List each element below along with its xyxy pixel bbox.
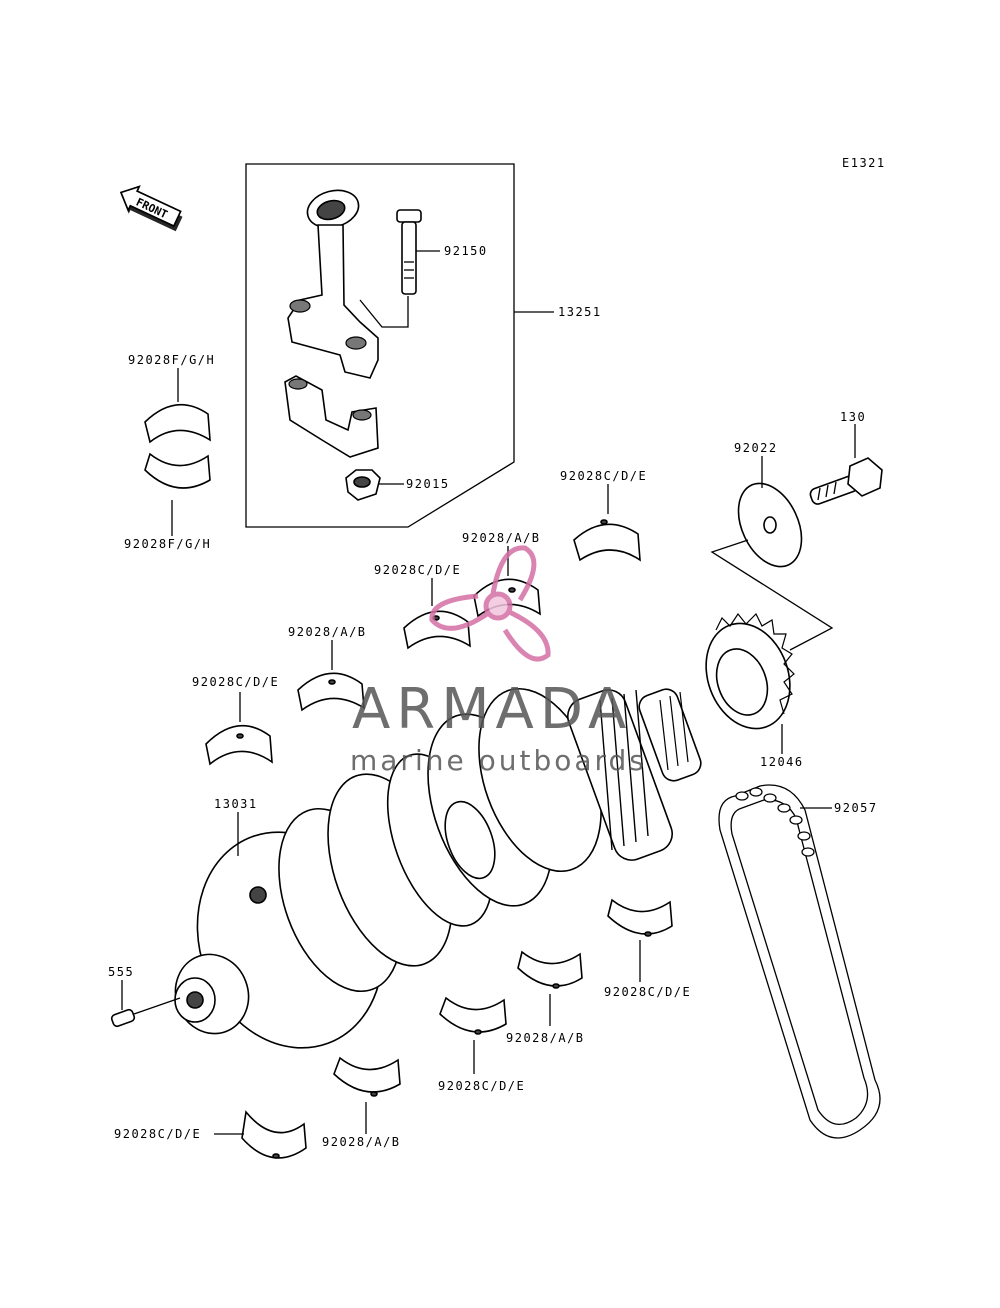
- label-92028ab-3: 92028/A/B: [506, 1031, 585, 1045]
- propeller-logo-icon: [429, 545, 551, 662]
- big-end-bearing-lower: [144, 452, 211, 489]
- watermark-tagline: marine outboards: [350, 744, 647, 777]
- armada-watermark: ARMADA marine outboards: [350, 545, 647, 777]
- label-92015: 92015: [406, 477, 450, 491]
- label-13251: 13251: [558, 305, 602, 319]
- main-bearing-4: [297, 672, 365, 712]
- label-92028cde-6: 92028C/D/E: [114, 1127, 201, 1141]
- sprocket-bolt: [809, 457, 883, 505]
- main-bearing-8: [439, 996, 507, 1035]
- main-bearing-3: [403, 610, 471, 650]
- label-92028cde-1: 92028C/D/E: [560, 469, 647, 483]
- crankshaft: [174, 687, 702, 1049]
- cam-chain: [718, 784, 881, 1139]
- dowel-pin: [110, 1008, 136, 1028]
- label-92028ab-1: 92028/A/B: [462, 531, 541, 545]
- label-92028cde-5: 92028C/D/E: [438, 1079, 525, 1093]
- main-bearing-1: [573, 519, 641, 562]
- main-bearing-6: [607, 898, 673, 937]
- label-92028cde-2: 92028C/D/E: [374, 563, 461, 577]
- label-12046: 12046: [760, 755, 804, 769]
- main-bearing-9: [333, 1056, 401, 1097]
- label-92028ab-4: 92028/A/B: [322, 1135, 401, 1149]
- washer: [737, 482, 803, 568]
- label-130: 130: [840, 410, 866, 424]
- label-92028ab-2: 92028/A/B: [288, 625, 367, 639]
- main-bearing-7: [517, 950, 583, 989]
- cam-sprocket: [705, 612, 795, 730]
- big-end-bearing-upper: [144, 403, 211, 444]
- connecting-rod-cap: [284, 375, 379, 458]
- label-92150: 92150: [444, 244, 488, 258]
- conrod-group-box: [245, 163, 515, 528]
- label-92057: 92057: [834, 801, 878, 815]
- label-555: 555: [108, 965, 134, 979]
- label-92028cde-4: 92028C/D/E: [604, 985, 691, 999]
- label-92028cde-3: 92028C/D/E: [192, 675, 279, 689]
- label-13031: 13031: [214, 797, 258, 811]
- label-92028fgh-bottom: 92028F/G/H: [124, 537, 211, 551]
- rod-nut: [345, 469, 381, 501]
- main-bearing-5: [205, 724, 273, 766]
- front-arrow-icon: FRONT: [119, 185, 183, 232]
- label-92022: 92022: [734, 441, 778, 455]
- main-bearing-10: [241, 1110, 307, 1159]
- rod-bolt: [359, 209, 422, 328]
- diagram-code: E1321: [842, 156, 886, 170]
- connecting-rod: [287, 189, 379, 379]
- watermark-brand: ARMADA: [352, 677, 632, 742]
- label-92028fgh-top: 92028F/G/H: [128, 353, 215, 367]
